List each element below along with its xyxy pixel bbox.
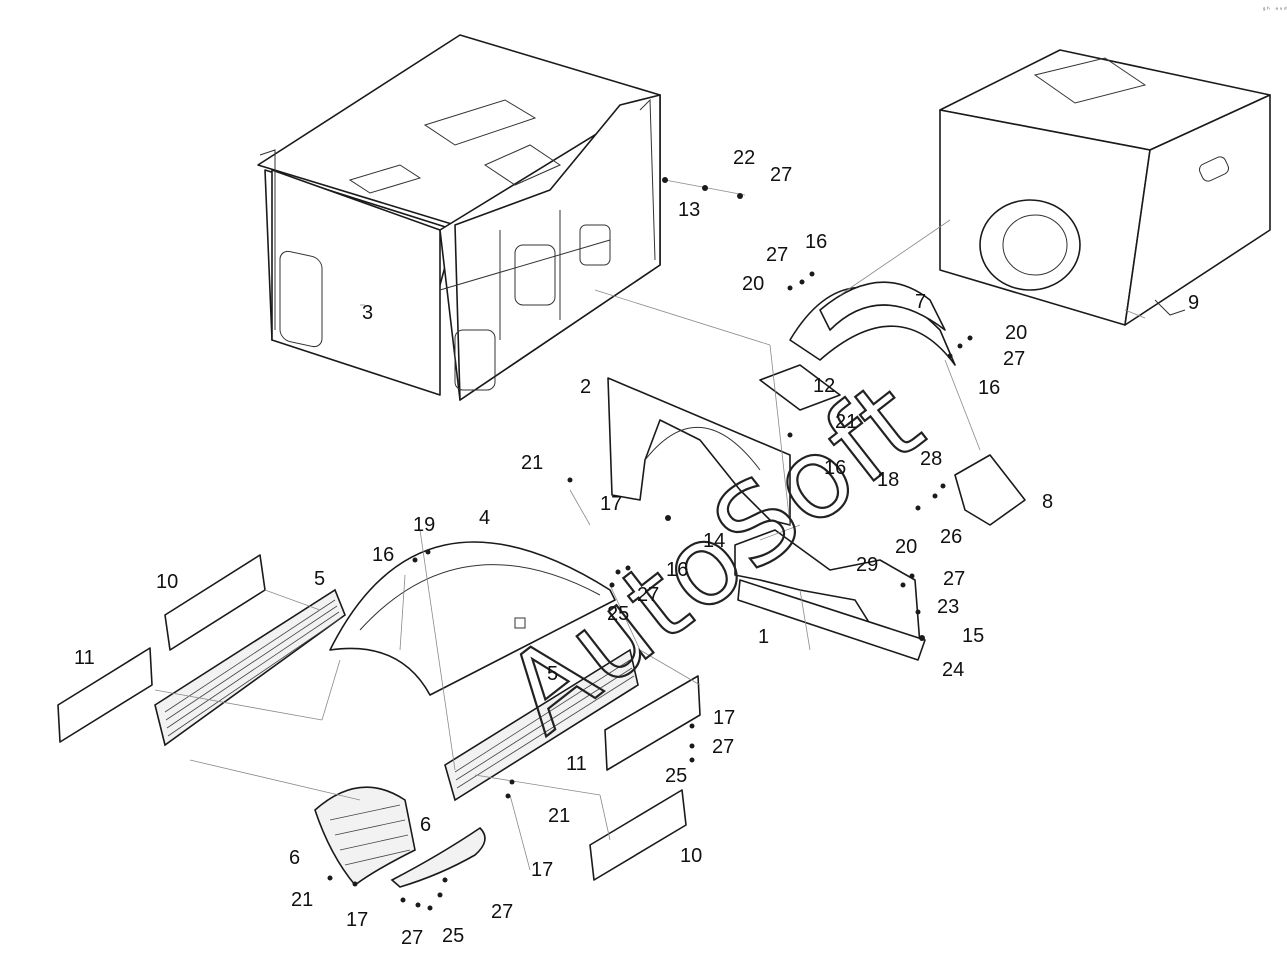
callout-28: 28	[920, 448, 942, 470]
callout-17: 17	[346, 909, 368, 931]
part-11-cover-right	[604, 675, 701, 771]
callout-10: 10	[156, 571, 178, 593]
callout-17: 17	[713, 707, 735, 729]
callout-20: 20	[1005, 322, 1027, 344]
part-7-shroud	[789, 281, 956, 366]
callout-10: 10	[680, 845, 702, 867]
callout-23: 23	[937, 596, 959, 618]
part-6-lower-guards	[314, 786, 486, 888]
callout-27: 27	[943, 568, 965, 590]
callout-27: 27	[712, 736, 734, 758]
callout-27: 27	[770, 164, 792, 186]
leader-lines	[154, 179, 1146, 871]
callout-19: 19	[413, 514, 435, 536]
callout-24: 24	[942, 659, 964, 681]
part-11-cover-left	[57, 647, 153, 743]
callout-16: 16	[805, 231, 827, 253]
part-10-cover-lower	[589, 789, 687, 881]
part-10-cover-upper	[164, 554, 266, 651]
part-9-hood	[939, 49, 1271, 326]
callout-16: 16	[372, 544, 394, 566]
part-5-grille-left	[154, 588, 346, 747]
callout-16: 16	[666, 559, 688, 581]
part-4-cylindrical-guard	[329, 541, 616, 696]
fasteners	[327, 177, 973, 911]
part-2-side-panel	[607, 377, 791, 526]
part-3-main-frame	[257, 34, 661, 401]
callout-18: 18	[877, 469, 899, 491]
callout-27: 27	[1003, 348, 1025, 370]
callout-6: 6	[420, 814, 431, 836]
callout-3: 3	[362, 302, 373, 324]
callout-21: 21	[548, 805, 570, 827]
callout-labels: 3 13 22 27 9 27 16 20 7 20 27 16 12 21 2…	[74, 147, 1199, 949]
callout-27: 27	[491, 901, 513, 923]
callout-11: 11	[74, 647, 95, 669]
callout-29: 29	[856, 554, 878, 576]
callout-22: 22	[733, 147, 755, 169]
callout-12: 12	[813, 375, 835, 397]
callout-5: 5	[547, 663, 558, 685]
callout-5: 5	[314, 568, 325, 590]
callout-13: 13	[678, 199, 700, 221]
callout-16: 16	[978, 377, 1000, 399]
callout-26: 26	[940, 526, 962, 548]
callout-27: 27	[637, 584, 659, 606]
callout-2: 2	[580, 376, 591, 398]
callout-25: 25	[442, 925, 464, 947]
callout-15: 15	[962, 625, 984, 647]
part-1-crossmember	[734, 529, 926, 661]
callout-14: 14	[703, 530, 725, 552]
callout-21: 21	[521, 452, 543, 474]
callout-11: 11	[566, 753, 587, 775]
callout-21: 21	[835, 411, 857, 433]
callout-8: 8	[1042, 491, 1053, 513]
callout-9: 9	[1188, 292, 1199, 314]
part-8-plate	[954, 454, 1026, 526]
callout-1: 1	[758, 626, 769, 648]
callout-27: 27	[401, 927, 423, 949]
callout-17: 17	[600, 493, 622, 515]
callout-25: 25	[665, 765, 687, 787]
callout-4: 4	[479, 507, 490, 529]
callout-7: 7	[915, 291, 926, 313]
callout-6: 6	[289, 847, 300, 869]
callout-20: 20	[895, 536, 917, 558]
callout-27: 27	[766, 244, 788, 266]
callout-21: 21	[291, 889, 313, 911]
corner-mark: ᵍʰ ᵃᵘᵈ	[1262, 6, 1287, 14]
callout-16: 16	[824, 457, 846, 479]
callout-25: 25	[607, 603, 629, 625]
callout-20: 20	[742, 273, 764, 295]
callout-17: 17	[531, 859, 553, 881]
part-5-grille-right	[444, 648, 639, 802]
part-12-bracket	[759, 364, 841, 411]
